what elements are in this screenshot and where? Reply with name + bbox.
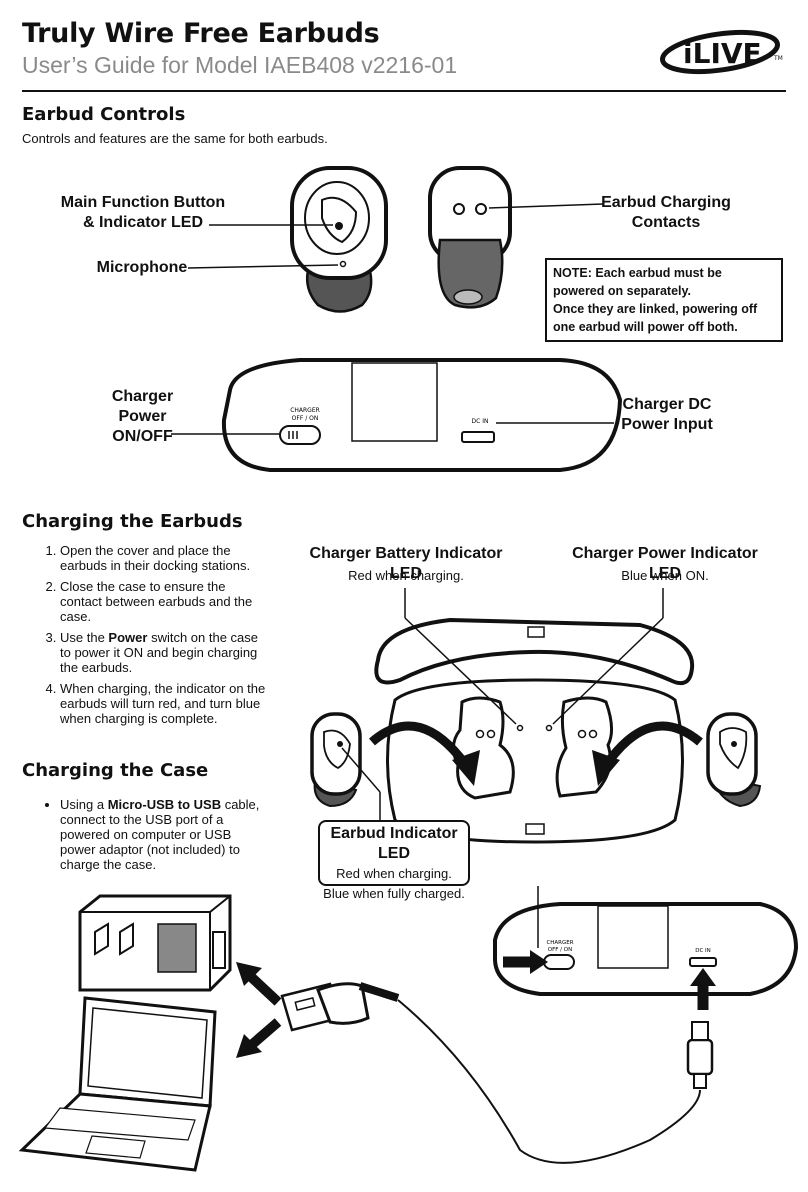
step-3-rest: switch on the case to power it ON and be…	[60, 630, 259, 675]
main-function-label: Main Function Button & Indicator LED	[48, 193, 238, 233]
step-3-prefix: Use the	[60, 630, 109, 645]
bullet-rest: cable, connect to the USB port of a powe…	[60, 797, 260, 872]
dc-input-label-line1: Charger DC	[622, 396, 712, 413]
earbud-control-leaders	[187, 203, 604, 269]
earbud-led-callout: Earbud Indicator LED Red when charging. …	[318, 820, 470, 901]
case-bottom-switch-label-2: OFF / ON	[548, 947, 572, 953]
case-dc-in-label: DC IN	[472, 418, 489, 425]
power-led-label: Charger Power Indicator LED	[572, 545, 758, 582]
bullet-prefix: Using a	[60, 797, 108, 812]
step-3: Use the Power switch on the case to powe…	[60, 630, 268, 675]
case-switch-label-2: OFF / ON	[292, 415, 319, 422]
charging-earbuds-steps: Open the cover and place the earbuds in …	[38, 543, 268, 732]
battery-led-label: Charger Battery Indicator LED	[309, 545, 503, 582]
step-4: When charging, the indicator on the earb…	[60, 681, 268, 726]
main-function-label-line1: Main Function Button	[60, 194, 226, 211]
wall-adapter-illustration	[78, 894, 232, 992]
charging-contacts-label-line1: Earbud Charging	[601, 194, 731, 211]
bullet-bold: Micro-USB to USB	[107, 797, 222, 812]
charger-power-label: Charger Power ON/OFF	[100, 387, 185, 447]
usb-direction-arrows	[236, 962, 282, 1058]
charging-case-illustration: CHARGER OFF / ON DC IN	[171, 358, 623, 472]
earbud-back-illustration	[428, 166, 512, 309]
power-led-sub: Blue when ON.	[621, 568, 709, 583]
microphone-label: Microphone	[96, 259, 188, 276]
charger-power-label-line1: Charger	[111, 388, 174, 405]
earbud-led-sub-1: Red when charging.	[336, 866, 452, 881]
earbud-led-sub-2: Blue when fully charged.	[323, 886, 465, 901]
note-line2: Once they are linked, powering off one e…	[553, 302, 758, 334]
case-bottom-dc-in-label: DC IN	[695, 948, 711, 954]
section-heading-earbud-controls: Earbud Controls	[22, 104, 186, 125]
page-subtitle: User’s Guide for Model IAEB408 v2216-01	[22, 52, 458, 78]
charging-case-bullets: Using a Micro-USB to USB cable, connect …	[38, 797, 270, 878]
case-switch-label-1: CHARGER	[290, 407, 320, 414]
step-1: Open the cover and place the earbuds in …	[60, 543, 268, 573]
dc-input-label: Charger DC Power Input	[612, 395, 722, 435]
earbud-led-label: Earbud Indicator LED	[330, 825, 458, 862]
charging-contacts-label-line2: Contacts	[631, 214, 701, 231]
main-function-label-line2: & Indicator LED	[82, 214, 203, 231]
dc-input-label-line2: Power Input	[621, 416, 713, 433]
charging-case-bottom-illustration: CHARGER OFF / ON DC IN	[493, 886, 799, 1010]
note-line1: NOTE: Each earbud must be powered on sep…	[553, 266, 722, 298]
section-heading-charging-earbuds: Charging the Earbuds	[22, 511, 243, 532]
step-2: Close the case to ensure the contact bet…	[60, 579, 268, 624]
charger-power-label-line3: ON/OFF	[112, 428, 173, 445]
note-box: NOTE: Each earbud must be powered on sep…	[545, 258, 783, 342]
logo-tm: TM	[773, 55, 783, 62]
charging-contacts-label: Earbud Charging Contacts	[596, 193, 736, 233]
logo-text: iLIVE	[683, 37, 762, 70]
section-heading-charging-case: Charging the Case	[22, 760, 209, 781]
header-divider	[22, 90, 786, 92]
page-title: Truly Wire Free Earbuds	[22, 18, 380, 49]
usb-cable-illustration	[280, 982, 714, 1164]
open-case-illustration	[310, 588, 762, 844]
bullet-1: Using a Micro-USB to USB cable, connect …	[60, 797, 270, 872]
charger-power-label-line2: Power	[118, 408, 167, 425]
step-3-bold: Power	[108, 630, 148, 645]
battery-led-sub: Red when charging.	[348, 568, 464, 583]
ilive-logo: iLIVE TM	[660, 29, 783, 75]
earbud-front-illustration	[290, 166, 388, 313]
case-bottom-switch-label-1: CHARGER	[546, 940, 573, 946]
earbud-controls-intro: Controls and features are the same for b…	[22, 131, 328, 146]
laptop-illustration	[18, 996, 217, 1172]
